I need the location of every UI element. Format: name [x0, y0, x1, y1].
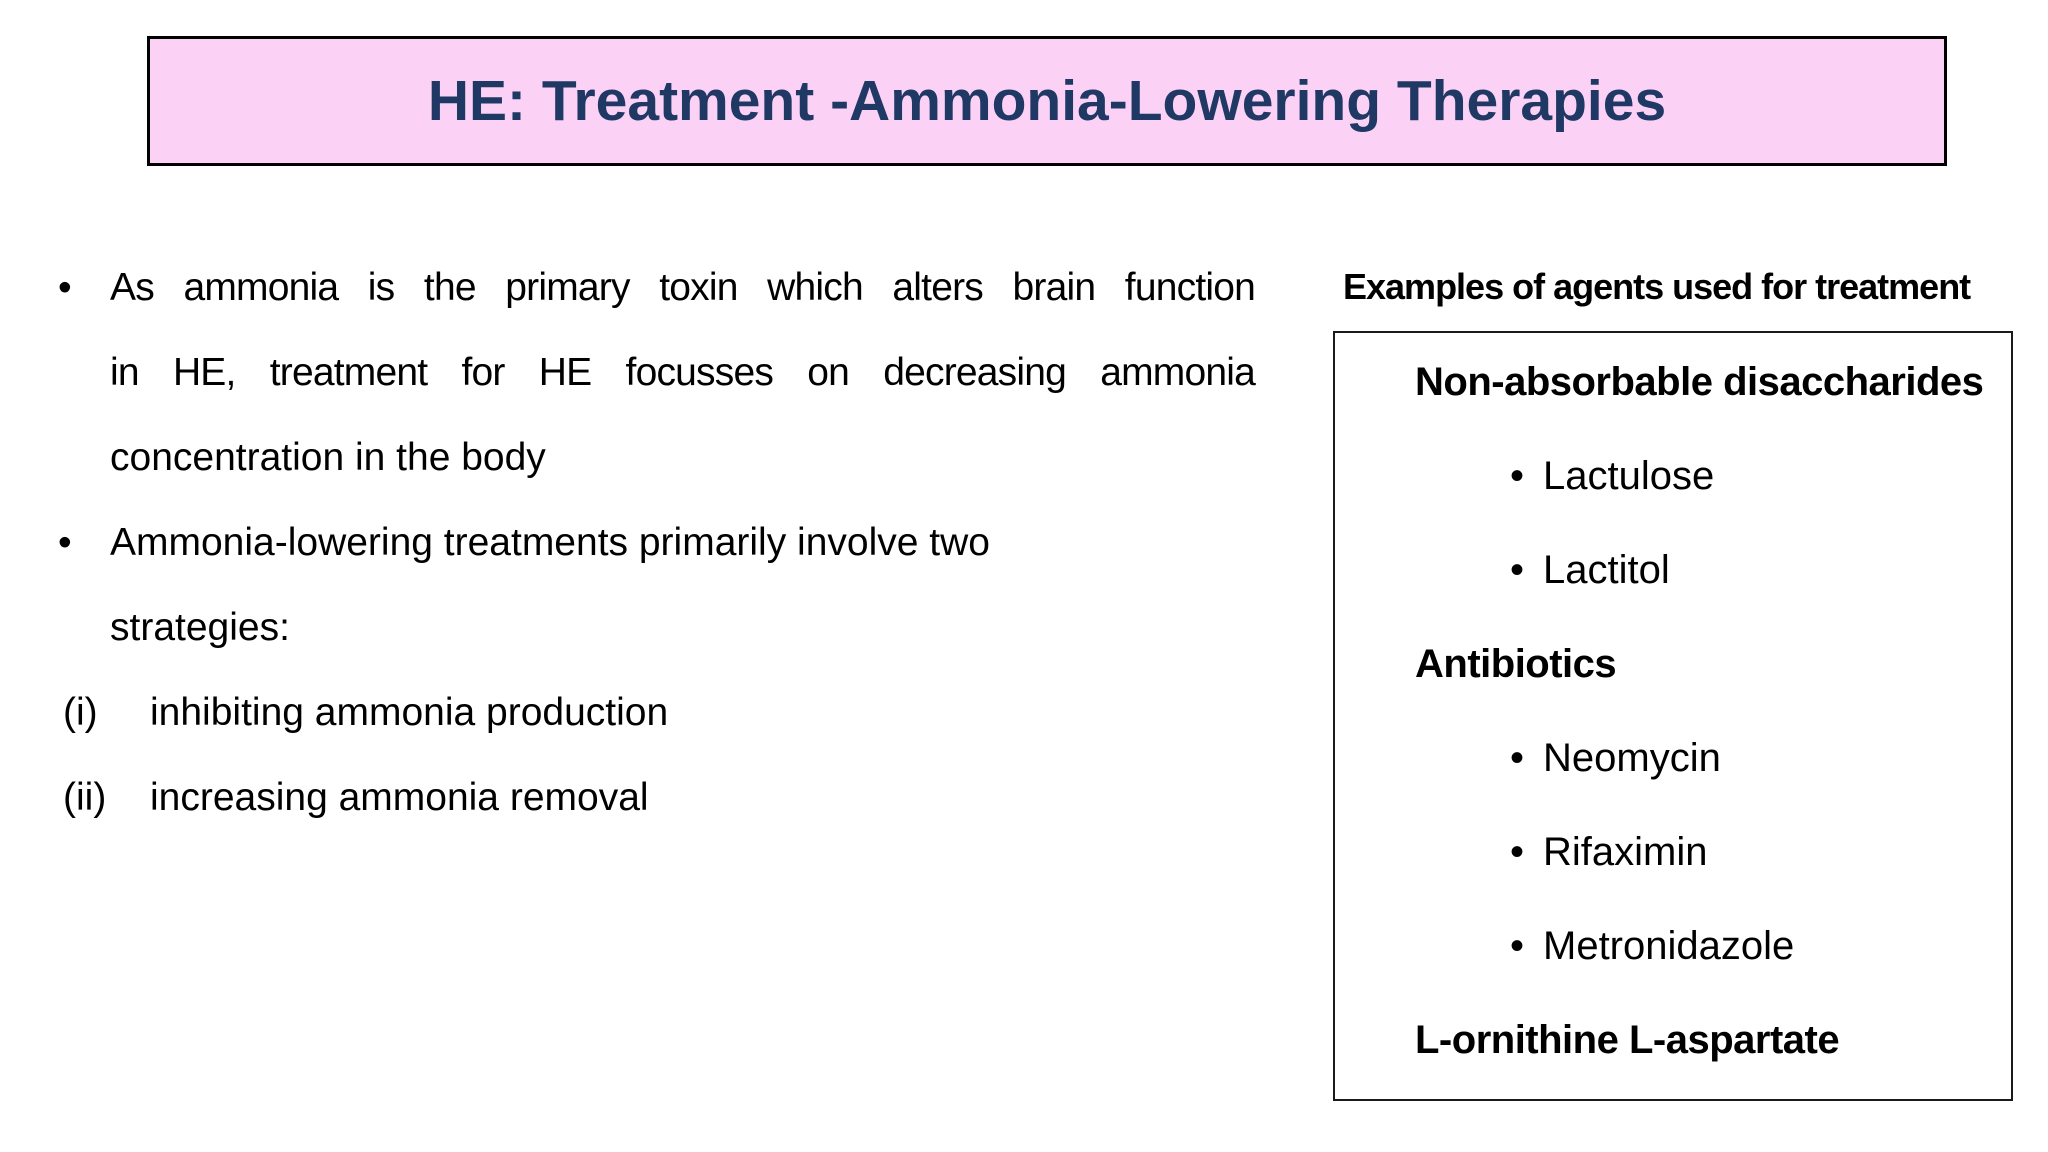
agent-list-item: • Rifaximin [1335, 805, 2011, 899]
list-item: (ii) increasing ammonia removal [0, 755, 1255, 840]
list-item: • As ammonia is the primary toxin which a… [0, 245, 1256, 330]
agent-list-item: • Neomycin [1335, 711, 2011, 805]
list-item: (i) inhibiting ammonia production [0, 670, 1255, 755]
list-item-text: increasing ammonia removal [150, 776, 649, 819]
list-item-text: concentration in the body [110, 436, 546, 479]
bullet-icon: • [58, 521, 72, 564]
list-item: strategies: [0, 585, 1255, 670]
bullet-icon: • [58, 266, 72, 309]
list-item-text: inhibiting ammonia production [150, 691, 669, 734]
agent-list-item: • Lactitol [1335, 523, 2011, 617]
title-banner: HE: Treatment -Ammonia-Lowering Therapie… [147, 36, 1947, 166]
agent-list-item: • Metronidazole [1335, 899, 2011, 993]
bullet-icon: • [1510, 924, 1525, 968]
list-item: in HE, treatment for HE focusses on decr… [0, 330, 1256, 415]
agent-list-item: • Lactulose [1335, 429, 2011, 523]
roman-numeral-marker: (ii) [63, 776, 107, 819]
agent-category-header: Non-absorbable disaccharides [1415, 360, 1984, 404]
agent-name: Neomycin [1543, 736, 1721, 780]
list-item-text: strategies: [110, 606, 290, 649]
agent-name: Lactulose [1543, 454, 1715, 498]
main-bullet-list: • As ammonia is the primary toxin which a… [0, 245, 1256, 840]
bullet-icon: • [1510, 736, 1525, 780]
bullet-icon: • [1510, 548, 1525, 592]
agents-panel-heading: Examples of agents used for treatment [1343, 266, 1971, 307]
list-item-text: As ammonia is the primary toxin which al… [110, 266, 1256, 309]
list-item: concentration in the body [0, 415, 1255, 500]
bullet-icon: • [1510, 830, 1525, 874]
bullet-icon: • [1510, 454, 1525, 498]
list-item-text: in HE, treatment for HE focusses on decr… [110, 351, 1256, 394]
agent-category-header: L-ornithine L-aspartate [1415, 1018, 1840, 1062]
roman-numeral-marker: (i) [63, 691, 98, 734]
page-title: HE: Treatment -Ammonia-Lowering Therapie… [427, 69, 1667, 133]
agent-name: Metronidazole [1543, 924, 1795, 968]
agent-name: Rifaximin [1543, 830, 1708, 874]
agents-box: Non-absorbable disaccharides • Lactulose • L… [1333, 331, 2013, 1101]
agent-category-header: Antibiotics [1415, 642, 1617, 686]
list-item: • Ammonia-lowering treatments primarily i… [0, 500, 1255, 585]
agent-name: Lactitol [1543, 548, 1670, 592]
list-item-text: Ammonia-lowering treatments primarily in… [110, 521, 990, 564]
